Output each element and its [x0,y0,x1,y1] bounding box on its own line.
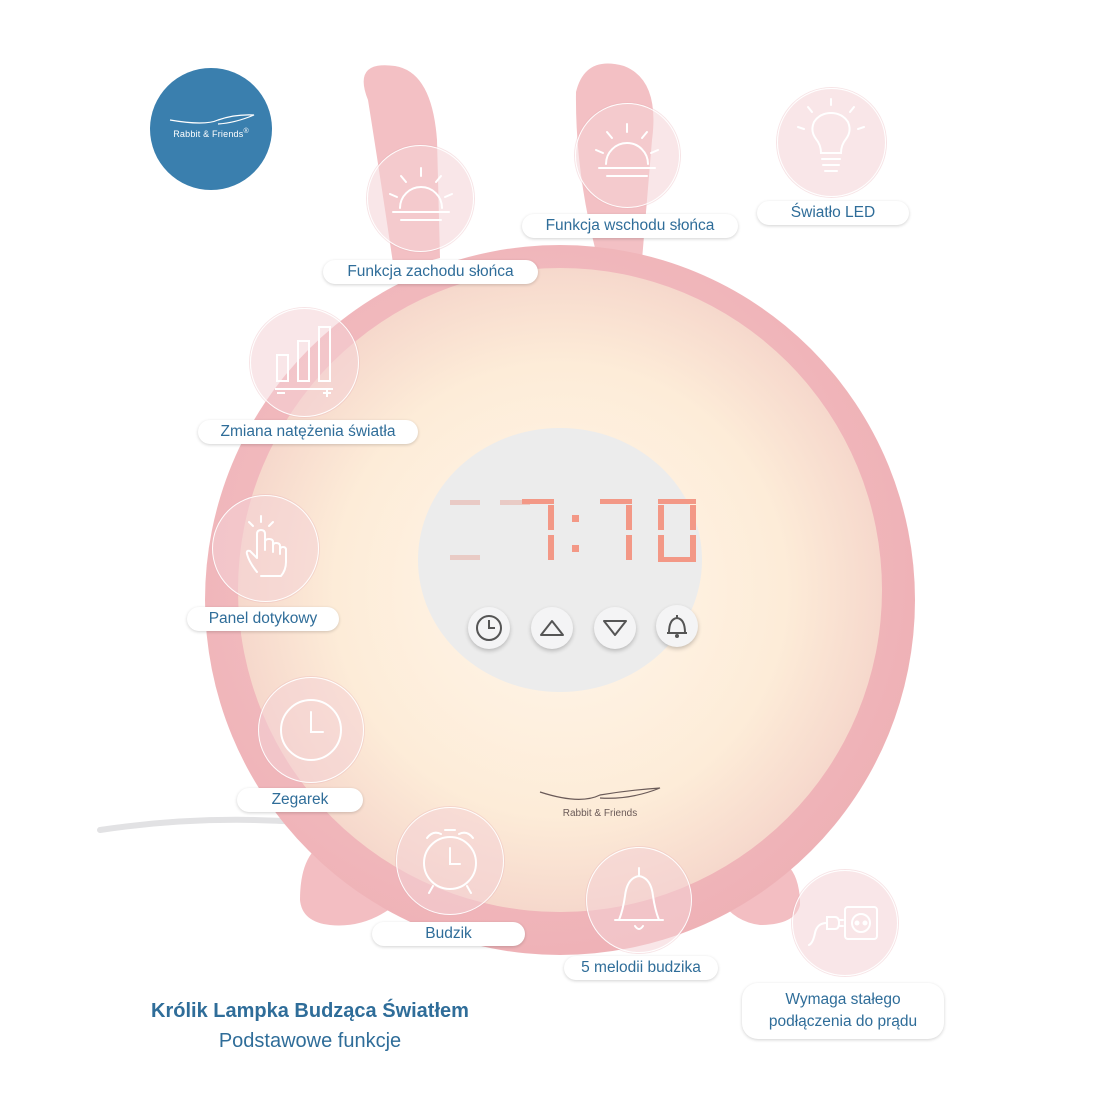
brightness-feature-label: Zmiana natężenia światła [198,420,418,444]
device-brand-label: Rabbit & Friends [562,808,638,819]
lightbulb-icon [797,98,865,172]
power-socket-icon [808,906,878,946]
device-clock-button[interactable] [468,607,510,649]
power-feature-label: Wymaga stałego podłączenia do prądu [742,983,944,1039]
brightness-feature-circle [250,308,359,417]
touch-feature-circle [212,495,319,602]
led-feature-circle [777,88,886,197]
device-up-button[interactable] [531,607,573,649]
sunrise-icon [595,123,659,177]
clock-feature-label: Zegarek [237,788,363,812]
alarm-feature-circle [396,807,504,915]
product-subtitle: Podstawowe funkcje [218,1030,402,1052]
bell-icon [667,615,687,638]
led-feature-label: Światło LED [757,201,909,225]
product-title: Królik Lampka Budząca Światłem [151,1000,469,1022]
alarm-feature-label: Budzik [372,922,525,946]
sunset-feature-circle [367,145,474,252]
bell-icon [614,867,664,930]
touch-feature-label: Panel dotykowy [187,607,339,631]
brand-logo-badge: Rabbit & Friends® [150,68,272,190]
brightness-bars-icon [275,326,333,397]
arrow-up-icon [540,620,564,636]
clock-icon [280,699,342,761]
sunset-feature-label: Funkcja zachodu słońca [323,260,538,284]
touch-hand-icon [245,515,287,577]
melodies-feature-label: 5 melodii budzika [564,956,718,980]
power-label-line1: Wymaga stałego [785,991,901,1008]
sunrise-feature-circle [575,103,680,208]
logo-text: Rabbit & Friends® [173,128,249,139]
logo-bird-icon [169,114,255,125]
sunset-icon [389,167,453,221]
display-digits-lit [522,499,696,562]
arrow-down-icon [603,620,627,636]
alarm-clock-icon [423,829,477,894]
device-down-button[interactable] [594,607,636,649]
power-label-line2: podłączenia do prądu [768,1013,918,1030]
device-alarm-button[interactable] [656,605,698,647]
clock-icon [476,615,502,641]
power-feature-circle [792,870,898,976]
display-digits [450,500,530,560]
melodies-feature-circle [586,847,692,953]
power-cable [97,816,303,833]
clock-feature-circle [258,677,364,783]
device-logo-mark [539,787,661,800]
sunrise-feature-label: Funkcja wschodu słońca [522,214,738,238]
